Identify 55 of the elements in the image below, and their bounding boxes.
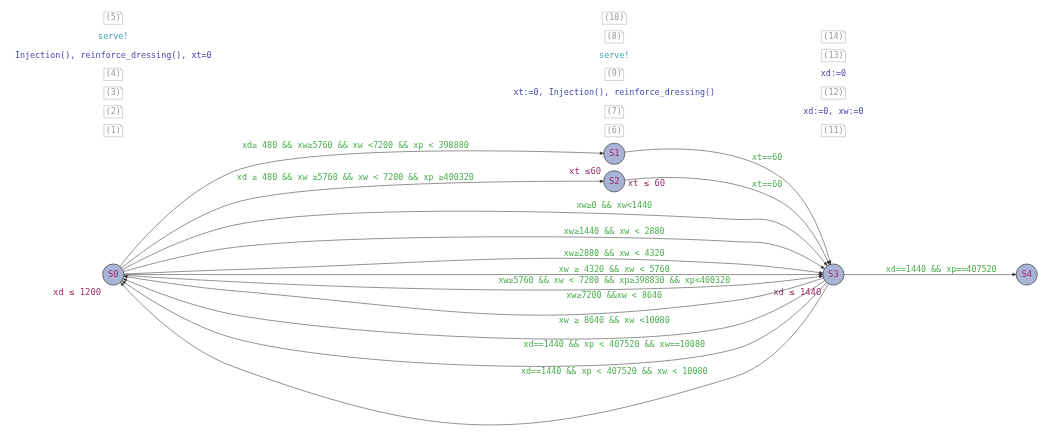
arrow <box>119 150 604 267</box>
label: (14) <box>823 30 844 41</box>
node-circle: S4 <box>1015 263 1038 286</box>
edge-label: xw≥2880 && xw < 4320 <box>563 247 665 258</box>
node-label: xt ≤ 60 <box>627 178 666 189</box>
arrow <box>123 275 824 291</box>
edge-label: xd ≥ 480 && xw ≥5760 && xw < 7200 && xp ≥400320 <box>236 171 474 182</box>
label: xd:=0 <box>820 68 847 79</box>
label: (5) <box>105 12 121 23</box>
label: serve! <box>98 30 129 41</box>
label: (1) <box>105 124 121 135</box>
arrow <box>123 273 823 276</box>
arrow <box>624 177 830 265</box>
label: xt:=0, Injection(), reinforce_dressing() <box>513 87 716 98</box>
label: (6) <box>606 124 622 135</box>
arrow <box>123 258 824 275</box>
arrow <box>121 179 604 269</box>
label: (2) <box>105 105 121 116</box>
arrow <box>121 280 827 367</box>
edge-label: xd==1440 && xp==407520 <box>885 263 997 274</box>
edge-label: xd≥ 480 && xw≥5760 && xw <7200 && xp < 398880 <box>241 140 469 151</box>
edge-label: xd==1440 && xp < 407520 && xw < 10080 <box>520 366 708 377</box>
label: (7) <box>606 105 622 116</box>
edge-label: xw≥1440 && xw < 2880 <box>563 225 665 236</box>
label: (8) <box>606 30 622 41</box>
node-circle: S2 <box>603 170 626 193</box>
label: xd:=0, xw:=0 <box>803 105 864 116</box>
node-label: xt ≤60 <box>569 166 602 177</box>
arrow <box>120 282 829 426</box>
node-label: xd ≤ 1200 <box>53 287 102 298</box>
edge-label: xd==1440 && xp < 407520 && xw==10080 <box>523 338 705 349</box>
label: serve! <box>599 49 630 60</box>
edge-label: xw≥0 && xw<1440 <box>576 200 653 211</box>
label: (13) <box>823 49 844 60</box>
arrow <box>123 275 824 316</box>
edge-label: xt==60 <box>751 179 783 190</box>
edge-label: xw ≥ 8640 && xw <10080 <box>558 315 670 326</box>
label: (10) <box>604 12 625 23</box>
label: (12) <box>823 87 844 98</box>
label: (4) <box>105 68 121 79</box>
arrow <box>624 148 832 265</box>
label: (9) <box>606 68 622 79</box>
label: (11) <box>823 124 844 135</box>
edge-label: xw ≥ 4320 && xw < 5760 <box>558 263 670 274</box>
label: Injection(), reinforce_dressing(), xt=0 <box>14 49 212 60</box>
arrow <box>122 211 828 270</box>
edge-label: xw≥7200 &&xw < 8640 <box>566 290 663 301</box>
arrow <box>123 236 825 272</box>
edge-label: xw≥5760 && xw < 7200 && xp≥398830 && xp<400320 <box>498 274 731 285</box>
label: (3) <box>105 87 121 98</box>
arrow <box>122 278 825 340</box>
node-circle: S1 <box>603 142 626 165</box>
arrow <box>843 273 1017 276</box>
edge-label: xt==60 <box>751 152 783 163</box>
node-label: xd ≤ 1440 <box>773 287 822 298</box>
